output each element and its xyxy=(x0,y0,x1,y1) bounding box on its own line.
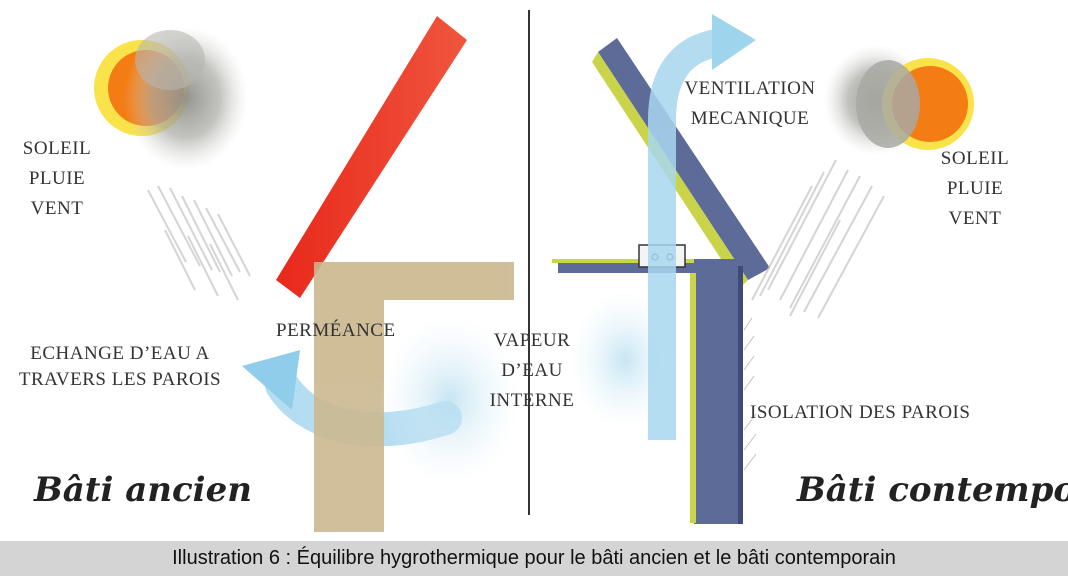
weather-line: PLUIE xyxy=(946,178,1004,199)
rain-streaks-left xyxy=(147,185,251,301)
weather-line: SOLEIL xyxy=(22,138,92,159)
illustration-artwork xyxy=(94,10,974,532)
vapour-line: D’EAU xyxy=(501,360,563,381)
insulation-label: ISOLATION DES PAROIS xyxy=(750,402,971,423)
weather-label-left: SOLEIL PLUIE VENT xyxy=(14,134,100,224)
ventilation-line: VENTILATION xyxy=(684,78,816,99)
weather-line: SOLEIL xyxy=(940,148,1010,169)
ventilation-label: VENTILATION MECANIQUE xyxy=(672,74,828,134)
water-exchange-label: ECHANGE D’EAU A TRAVERS LES PAROIS xyxy=(4,341,236,393)
exchange-line: TRAVERS LES PAROIS xyxy=(18,369,222,390)
ventilation-line: MECANIQUE xyxy=(690,108,810,129)
cloud-icon-left xyxy=(124,26,248,170)
title-contemporary-building: Bâti contemporain xyxy=(797,470,1068,510)
wall-old xyxy=(314,262,514,532)
weather-line: VENT xyxy=(30,198,84,219)
exchange-line: ECHANGE D’EAU A xyxy=(30,343,210,364)
weather-line: VENT xyxy=(948,208,1002,229)
vapour-line: VAPEUR xyxy=(493,330,571,351)
figure-caption: Illustration 6 : Équilibre hygrothermiqu… xyxy=(0,541,1068,576)
vapour-cloud-left xyxy=(380,315,520,485)
weather-line: PLUIE xyxy=(28,168,86,189)
roof-panel-old xyxy=(276,16,467,298)
wall-hatching xyxy=(743,317,757,471)
vapour-line: INTERNE xyxy=(489,390,575,411)
vapour-label: VAPEUR D’EAU INTERNE xyxy=(476,326,588,416)
sun-icon-right xyxy=(856,58,974,150)
illustration: SOLEIL PLUIE VENT PERMÉANCE ECHANGE D’EA… xyxy=(4,10,1068,532)
weather-label-right: SOLEIL PLUIE VENT xyxy=(930,144,1020,234)
rain-streaks-right xyxy=(751,159,885,319)
permeance-label: PERMÉANCE xyxy=(276,320,396,341)
ventilation-arrow xyxy=(648,14,756,440)
title-old-building: Bâti ancien xyxy=(34,470,252,510)
